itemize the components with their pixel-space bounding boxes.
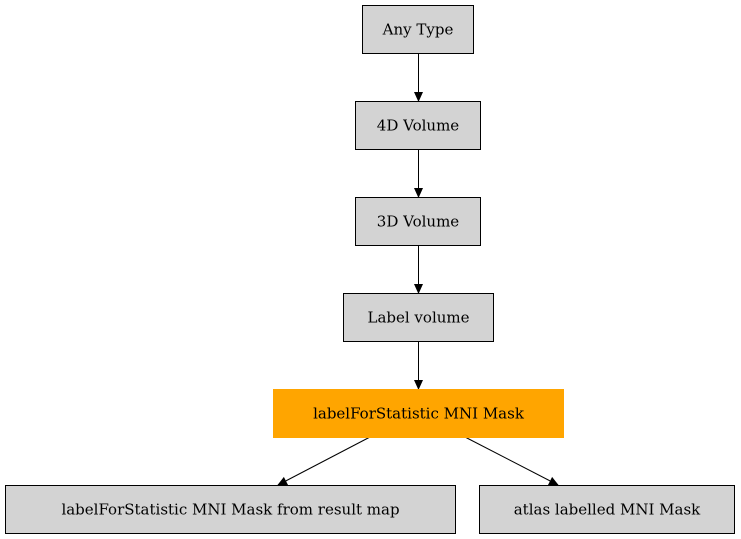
node-label: Label volume: [367, 309, 469, 327]
node-box: [362, 5, 474, 54]
node-any-type: Any Type: [362, 5, 474, 54]
node-labelforstatistic-mni-mask-from-result-map: labelForStatistic MNI Mask from result m…: [5, 485, 456, 534]
node-label-volume: Label volume: [343, 293, 494, 342]
node-4d-volume: 4D Volume: [355, 101, 481, 150]
edge-labelforstatistic-mni-mask-to-labelforstatistic-mni-mask-from-result-map: [277, 436, 371, 486]
node-box: [355, 101, 481, 150]
node-label: labelForStatistic MNI Mask: [313, 405, 525, 423]
node-box: [355, 197, 481, 246]
edges: [277, 53, 559, 486]
node-label: labelForStatistic MNI Mask from result m…: [61, 501, 399, 519]
node-atlas-labelled-mni-mask: atlas labelled MNI Mask: [479, 485, 735, 534]
node-labelforstatistic-mni-mask: labelForStatistic MNI Mask: [273, 389, 564, 438]
node-label: atlas labelled MNI Mask: [514, 501, 701, 519]
node-box: [479, 485, 735, 534]
node-label: 4D Volume: [377, 117, 460, 135]
node-box: [5, 485, 456, 534]
node-3d-volume: 3D Volume: [355, 197, 481, 246]
node-label: Any Type: [382, 21, 454, 39]
node-label: 3D Volume: [377, 213, 460, 231]
node-box: [273, 389, 564, 438]
edge-labelforstatistic-mni-mask-to-atlas-labelled-mni-mask: [464, 436, 559, 486]
node-box: [343, 293, 494, 342]
